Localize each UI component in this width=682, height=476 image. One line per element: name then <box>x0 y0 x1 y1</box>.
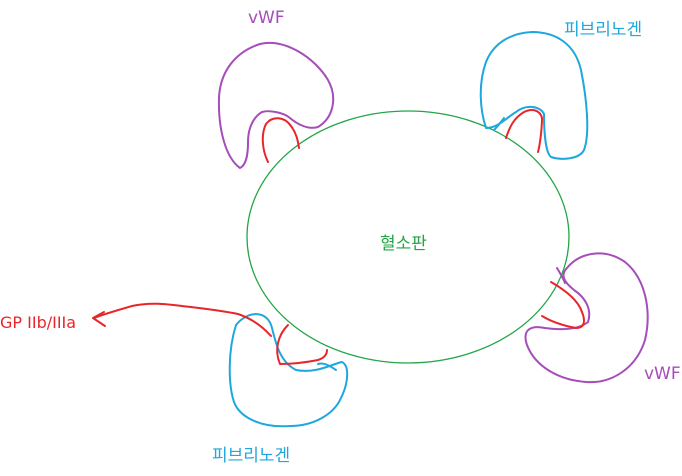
gp-arrow-head <box>92 311 106 327</box>
fibrinogen-top-right-link <box>493 117 505 131</box>
receptor-bottom-left-shape <box>276 324 328 365</box>
receptor-top-left-shape <box>261 117 300 163</box>
fibrinogen-bottom-left-shape <box>228 313 349 428</box>
receptor-right-shape <box>541 281 585 330</box>
fibrinogen-top-label: 피브리노겐 <box>564 20 643 40</box>
vwf-top-left-shape <box>217 41 335 169</box>
fibrinogen-bottom-left-tail <box>317 362 337 371</box>
receptor-top-right-shape <box>505 109 544 153</box>
gp-arrow-line <box>93 302 272 337</box>
vwf-right-link <box>556 267 566 284</box>
vwf-right-label: vWF <box>644 364 681 384</box>
platelet-label: 혈소판 <box>380 234 427 254</box>
fibrinogen-bottom-label: 피브리노겐 <box>212 446 291 466</box>
vwf-right-shape <box>524 252 649 384</box>
fibrinogen-top-right-shape <box>479 31 589 160</box>
gp-receptor-label: GP IIb/IIIa <box>0 313 77 332</box>
vwf-top-label: vWF <box>248 8 285 28</box>
platelet-shape <box>246 110 570 364</box>
